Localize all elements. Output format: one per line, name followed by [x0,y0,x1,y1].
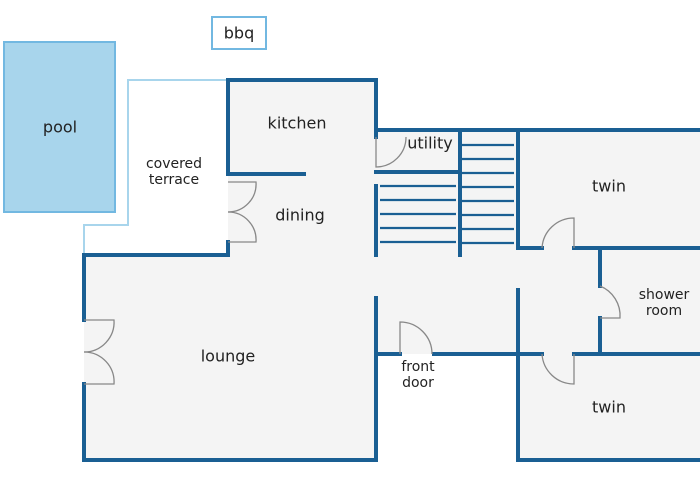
twin-top-door [541,217,575,249]
corridor-floor [518,248,600,354]
shower-room-label-2: room [646,303,682,319]
walls [82,78,700,462]
kitchen-wall-left [226,78,378,174]
kitchen-label: kitchen [268,114,327,133]
front-door-label-2: door [402,375,434,391]
utility-door [375,136,407,168]
dining-label: dining [275,206,324,225]
covered-terrace-label-1: covered [146,156,202,172]
pool-label: pool [43,118,77,137]
lounge-door-arc-top [83,319,115,353]
terrace-outline [83,79,228,255]
shower-door [599,285,621,319]
pool-shape [3,41,116,213]
lounge-door-arc-bottom [83,351,115,385]
twin-bottom-door [541,353,575,385]
floor-fills [84,80,700,460]
twin-top-label: twin [592,177,626,196]
covered-terrace-label-2: terrace [149,172,199,188]
lounge-floor [84,255,376,460]
kitchen-dining-floor [228,80,376,256]
front-door-label-1: front [401,359,435,375]
dining-door-arc-bottom [227,211,257,243]
doors [83,136,621,385]
twin-top-floor [518,130,700,248]
shower-room-label-1: shower [639,287,690,303]
staircase [380,143,514,245]
front-door-swing [399,321,433,355]
utility-label: utility [407,134,453,153]
dining-door-arc-top [227,181,257,213]
bbq-box [211,16,267,50]
lounge-wall-left [82,240,230,322]
bbq-label: bbq [224,24,254,43]
twin-bottom-label: twin [592,398,626,417]
lounge-label: lounge [201,347,256,366]
